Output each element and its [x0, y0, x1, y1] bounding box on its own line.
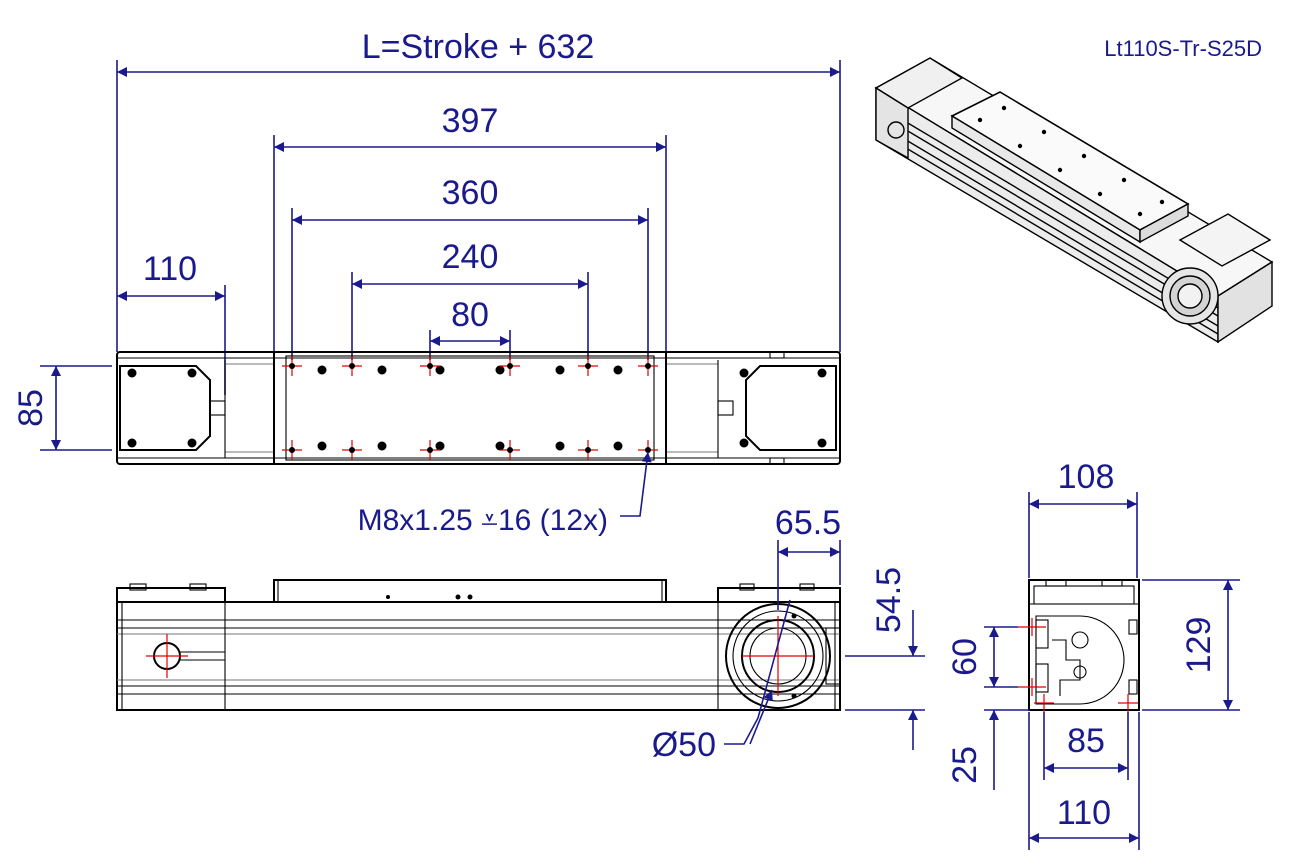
shaft-offset-label: 65.5 — [775, 504, 841, 542]
shaft-height-label: 54.5 — [870, 567, 908, 633]
hole-span-mid-label: 240 — [442, 238, 499, 276]
end-block-label: 110 — [143, 250, 197, 288]
width-bottom-label: 110 — [1057, 794, 1111, 832]
shaft-diameter-label: Ø50 — [652, 726, 716, 764]
profile-end — [1028, 579, 1140, 711]
width-top-label: 108 — [1058, 458, 1115, 496]
top-view: L=Stroke + 632 397 360 240 80 110 85 — [12, 28, 841, 537]
end-view: 108 129 60 — [946, 458, 1240, 850]
model-code: Lt110S-Tr-S25D — [1104, 36, 1262, 61]
mount-height-label: 25 — [946, 746, 984, 784]
overall-length-label: L=Stroke + 632 — [362, 28, 595, 66]
hole-span-outer-label: 360 — [442, 174, 499, 212]
isometric-view — [874, 57, 1274, 344]
slot-spacing-vertical-label: 60 — [946, 638, 984, 676]
slot-spacing-horizontal-label: 85 — [1067, 722, 1105, 760]
thread-callout: M8x1.25 ⩡16 (12x) — [358, 504, 608, 537]
right-end-block — [745, 365, 837, 451]
carriage-top — [273, 351, 667, 465]
left-end-block — [119, 365, 211, 451]
height-label: 129 — [1180, 617, 1218, 674]
carriage-length-label: 397 — [442, 102, 499, 140]
hole-span-inner-label: 80 — [451, 296, 489, 334]
row-spacing-label: 85 — [12, 389, 50, 427]
threaded-holes — [282, 356, 658, 460]
side-view: 65.5 54.5 Ø50 — [116, 504, 925, 764]
